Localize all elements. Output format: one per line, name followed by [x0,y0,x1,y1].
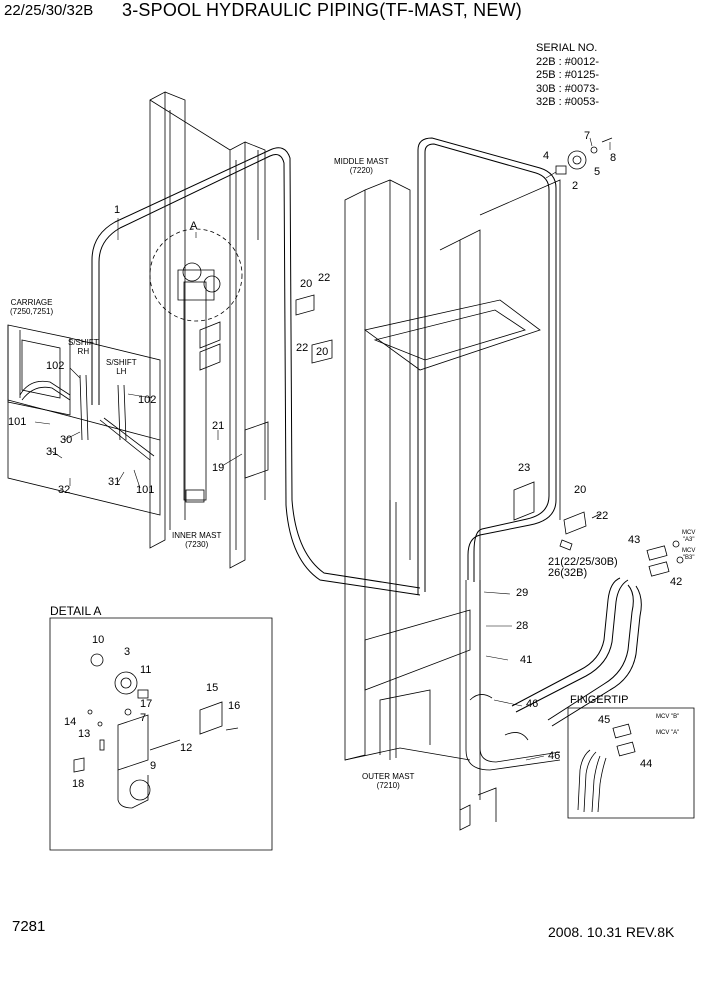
callout-7: 7 [584,130,591,142]
callout-31: 31 [108,476,121,488]
callout-14: 14 [64,716,77,728]
serial-row: 30B : #0073- [536,82,599,95]
fittings-43-42 [646,540,684,577]
callout-32: 32 [58,484,71,496]
carriage-hoses [19,374,155,461]
outer-mast-frame [389,500,497,831]
callout-11: 11 [140,664,152,676]
callout-44: 44 [640,758,653,770]
callout-23: 23 [518,462,531,474]
callout-22: 22 [296,342,309,354]
callout-3: 3 [124,646,131,658]
mcv-a-label: MCV "A" [656,730,680,736]
revision-date: 2008. 10.31 REV.8K [548,924,675,940]
serial-row: 25B : #0125- [536,69,599,81]
callout-a: A [190,220,198,232]
mcv-b3-label: MCV"B3" [682,548,696,561]
page-title: 3-SPOOL HYDRAULIC PIPING(TF-MAST, NEW) [122,0,522,20]
top-right-parts [555,137,613,175]
callout-41: 41 [520,654,533,666]
callout-20: 20 [574,484,587,496]
callout-1: 1 [114,204,121,216]
callout-7: 7 [140,712,147,724]
callout-28: 28 [516,620,529,632]
callout-17: 17 [140,698,153,710]
callout-29: 29 [516,587,529,599]
carriage-label: CARRIAGE(7250,7251) [10,298,54,316]
callout-2: 2 [572,180,579,192]
callout-101: 101 [136,484,155,496]
callout-30: 30 [60,434,73,446]
fingertip-box [567,707,695,819]
serial-row: 22B : #0012- [536,55,599,68]
callout-21: 21 [212,420,225,432]
callout-16: 16 [228,700,241,712]
detail-a-box [49,617,273,851]
callout-46: 46 [526,698,539,710]
callout-26-variant: 26(32B) [548,567,588,579]
callout-15: 15 [206,682,219,694]
middle-mast-hose [417,137,557,595]
callout-22: 22 [596,510,609,522]
fingertip-title: FINGERTIP [570,694,629,706]
callout-101: 101 [8,416,27,428]
callout-22: 22 [318,272,331,284]
callout-102: 102 [138,394,157,406]
callout-10: 10 [92,634,105,646]
callout-9: 9 [150,760,157,772]
callout-43: 43 [628,534,641,546]
carriage-frame [7,324,161,516]
detail-a-parts [73,653,239,809]
inner-mast-frame [149,91,266,569]
right-brackets [513,481,601,551]
outer-mast-label: OUTER MAST(7210) [362,772,415,790]
fingertip-parts [577,723,636,813]
page-number: 7281 [12,918,46,935]
detail-a-title: DETAIL A [50,604,102,618]
callout-19: 19 [212,462,225,474]
callout-42: 42 [670,576,683,588]
serial-number-block: SERIAL NO. 22B : #0012- 25B : #0125- 30B… [536,42,599,110]
callout-20: 20 [300,278,313,290]
model-number: 22/25/30/32B [4,2,94,19]
inner-mast-brackets [199,294,333,479]
serial-row: 32B : #0053- [536,96,599,108]
callout-20: 20 [316,346,329,358]
middle-mast-frame [344,179,561,810]
mcv-b-label: MCV "B" [656,714,680,720]
lift-cylinder [149,228,243,503]
callout-46: 46 [548,750,561,762]
middle-mast-label: MIDDLE MAST(7220) [334,157,389,175]
mcv-a3-label: MCV"A3" [682,530,696,543]
callout-5: 5 [594,166,601,178]
callout-4: 4 [543,150,550,162]
inner-mast-label: INNER MAST(7230) [172,531,222,549]
callout-8: 8 [610,152,617,164]
mcv-hoses [511,577,642,727]
callout-21-variant: 21(22/25/30B) [548,556,618,568]
callout-13: 13 [78,728,91,740]
leader-lines [34,137,611,761]
serial-heading: SERIAL NO. [536,42,598,54]
callout-31: 31 [46,446,59,458]
hose-1 [91,147,421,596]
callout-102: 102 [46,360,65,372]
pipes-lower [465,580,561,771]
callout-12: 12 [180,742,193,754]
callout-18: 18 [72,778,85,790]
callout-45: 45 [598,714,611,726]
